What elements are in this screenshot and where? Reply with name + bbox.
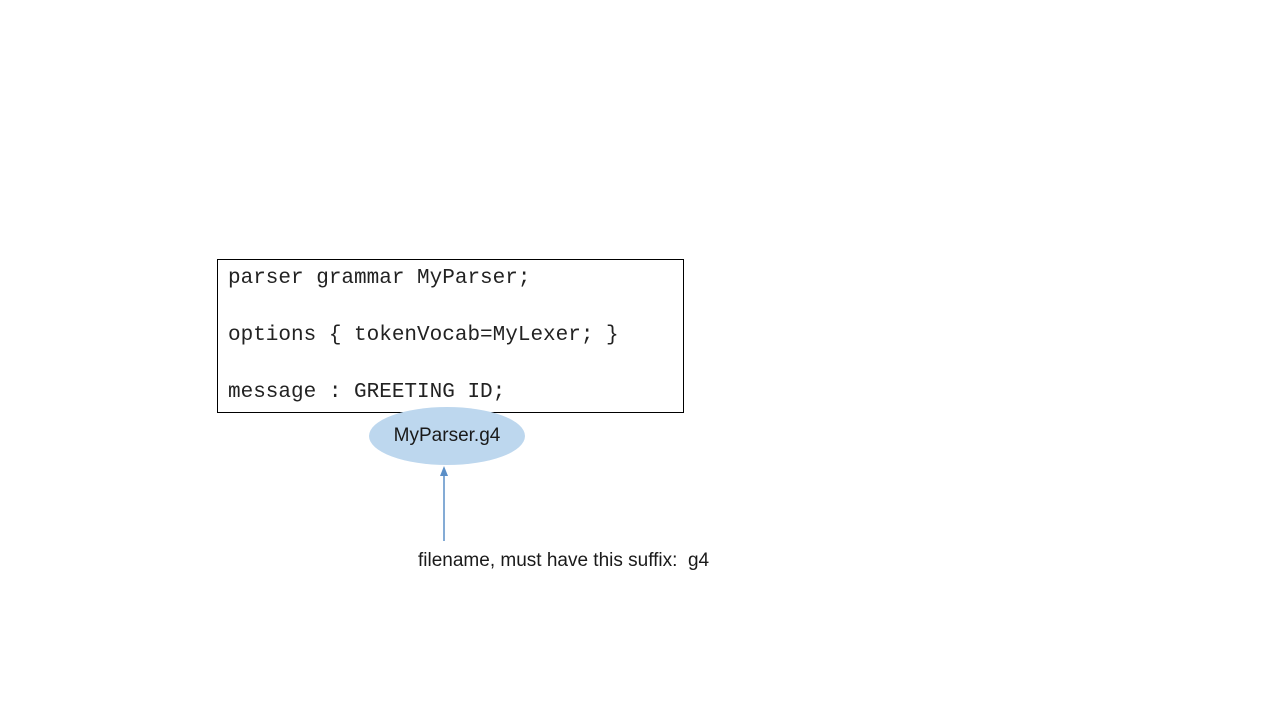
arrow-head-icon xyxy=(440,466,448,476)
filename-label: MyParser.g4 xyxy=(393,425,501,446)
code-line-message-rule: message : GREETING ID; xyxy=(228,381,506,404)
grammar-code-box: parser grammar MyParser; options { token… xyxy=(217,259,684,413)
code-line-options: options { tokenVocab=MyLexer; } xyxy=(228,324,619,347)
code-line-grammar-declaration: parser grammar MyParser; xyxy=(228,267,531,290)
suffix-annotation: filename, must have this suffix: g4 xyxy=(418,550,710,571)
filename-ellipse: MyParser.g4 xyxy=(369,407,525,465)
